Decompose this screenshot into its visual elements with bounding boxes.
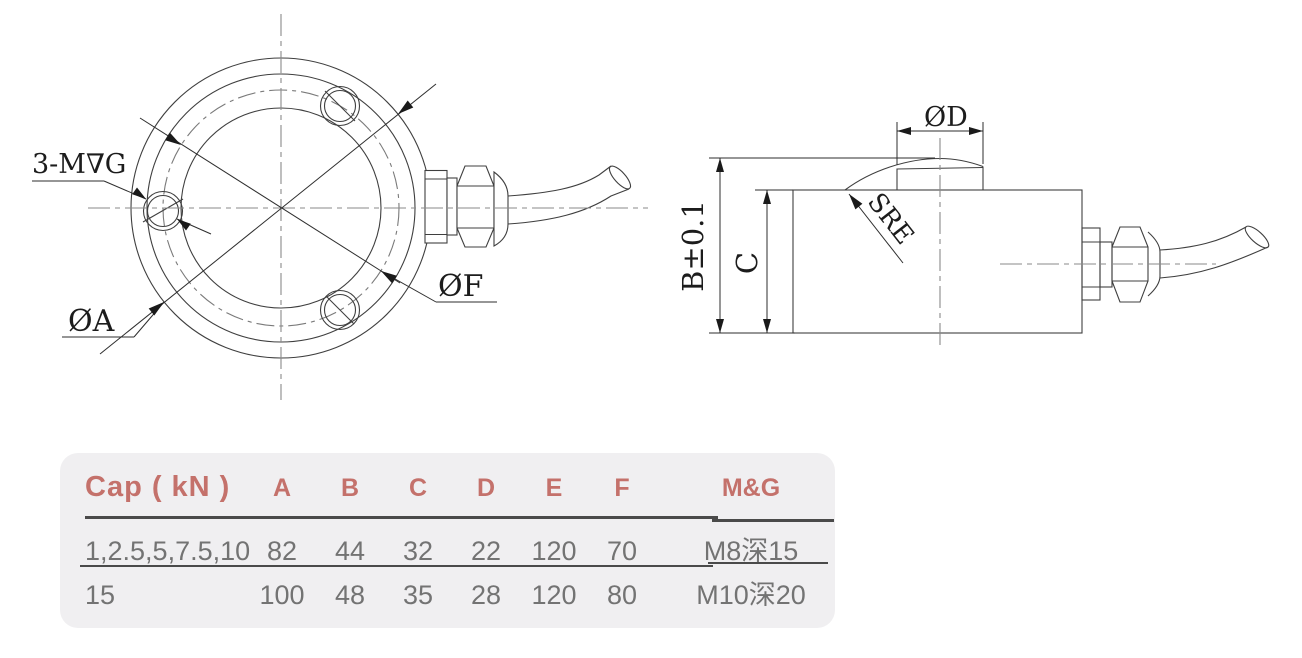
gland-neck [446,177,458,236]
load-button [844,157,984,191]
cell-e: 120 [531,580,577,610]
cell-a: 82 [266,536,298,566]
screw-hole-left [142,190,184,232]
spec-table-header-row: Cap ( kN ) A B C D E F M&G [60,471,835,504]
screw-hole-top [319,85,361,127]
row-separator-mg [708,562,828,564]
col-header-c: C [408,474,428,502]
cell-mg: M10深20 [696,580,806,610]
header-underline-mg [712,519,834,522]
side-arrowheads [716,127,983,333]
screw-hole-bottom [319,289,361,331]
cell-a: 100 [259,580,305,610]
cable-end-cap [608,165,632,190]
spec-table-card: Cap ( kN ) A B C D E F M&G 1,2.5,5,7.5,1… [60,453,835,628]
table-row: 1,2.5,5,7.5,10 82 44 32 22 120 70 M8深15 [60,529,835,568]
side-cable [1159,225,1270,279]
side-centerlines [939,138,1216,348]
technical-drawing-canvas: 3-M∇G ØA ØF [32,14,1270,400]
side-view: ØD B±0.1 C SRE [676,102,1270,348]
cell-d: 28 [470,580,502,610]
col-header-f: F [614,474,630,502]
gland-hex-nut [456,165,495,248]
cell-b: 44 [334,536,366,566]
cell-c: 35 [402,580,434,610]
thread-spec-label: 3-M∇G [32,149,126,180]
dia-f-label: ØF [438,269,483,304]
cell-mg: M8深15 [703,536,799,566]
col-header-capacity: Cap ( kN ) [85,471,231,503]
col-header-a: A [272,474,292,502]
cell-e: 120 [531,536,577,566]
side-cable-gland [1081,225,1270,303]
front-cable-gland [424,165,632,248]
table-row: 15 100 48 35 28 120 80 M10深20 [60,573,835,612]
height-c-label: C [730,252,764,274]
side-body [792,189,1083,334]
dia-d-label: ØD [924,102,968,133]
gland-collar [493,170,509,247]
col-header-b: B [340,474,360,502]
cell-f: 70 [606,536,638,566]
front-arrowheads [132,100,414,316]
header-underline [85,516,718,519]
dia-a-label: ØA [68,304,115,339]
cell-b: 48 [334,580,366,610]
cell-capacity: 15 [85,580,116,610]
cell-d: 22 [470,536,502,566]
cell-c: 32 [402,536,434,566]
front-cable [507,165,632,225]
gland-washer [424,169,448,244]
cell-capacity: 1,2.5,5,7.5,10 [85,536,251,566]
front-centerlines [88,14,648,400]
col-header-d: D [476,474,496,502]
sphere-radius-label: SRE [861,188,919,251]
cable-end-cap [1244,225,1270,249]
cell-f: 80 [606,580,638,610]
spherical-surface [844,157,984,191]
row-separator [80,565,713,567]
diagonal-dim-a [139,117,401,284]
col-header-e: E [545,474,563,502]
height-b-label: B±0.1 [676,200,710,292]
side-dimension-lines [709,122,984,334]
front-view: 3-M∇G ØA ØF [32,14,648,400]
col-header-mg: M&G [721,474,781,502]
